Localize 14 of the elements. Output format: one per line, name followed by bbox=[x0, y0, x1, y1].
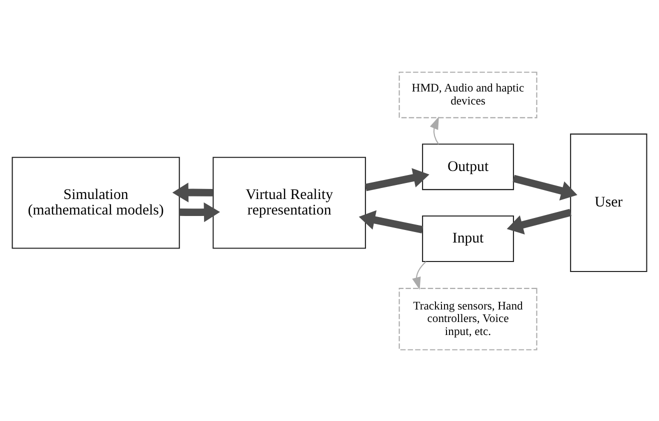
node-box: Input bbox=[422, 215, 514, 262]
node-box: Virtual Reality representation bbox=[212, 156, 366, 248]
arrow bbox=[512, 174, 578, 200]
node-box: Simulation (mathematical models) bbox=[12, 156, 180, 248]
node-box: Tracking sensors, Hand controllers, Voice input, etc. bbox=[398, 287, 538, 350]
arrow bbox=[172, 182, 214, 202]
node-box: Output bbox=[422, 143, 514, 190]
arrow bbox=[430, 116, 439, 144]
arrow bbox=[412, 260, 426, 290]
node-box: HMD, Audio and haptic devices bbox=[398, 71, 538, 118]
node-box: User bbox=[570, 133, 648, 272]
arrow bbox=[358, 210, 424, 233]
arrow bbox=[179, 202, 220, 222]
arrow bbox=[506, 208, 572, 234]
